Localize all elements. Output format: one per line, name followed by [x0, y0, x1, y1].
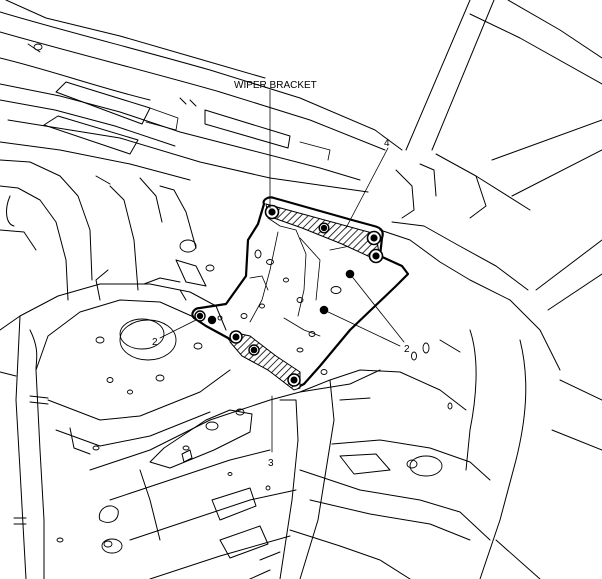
- bolt-marker: [207, 315, 217, 325]
- bolt-marker: [287, 373, 301, 387]
- leader-2-left: [159, 319, 197, 339]
- bolt-marker: [248, 344, 260, 356]
- bolt-marker: [368, 248, 384, 264]
- callout-3: 3: [268, 458, 274, 469]
- bolt-marker: [264, 204, 280, 220]
- bolt-marker: [194, 310, 206, 322]
- bolt-markers: [194, 204, 384, 387]
- hatched-area-lower: [229, 331, 301, 391]
- cowl-panel-structure: [0, 0, 403, 301]
- strut-tower: [0, 269, 231, 579]
- callout-2-left: 2: [152, 337, 158, 348]
- callout-4: 4: [384, 138, 390, 149]
- labels: WIPER BRACKET 4 2 2 3: [152, 80, 410, 469]
- leader-2-right-a: [349, 273, 405, 343]
- label-wiper-bracket: WIPER BRACKET: [234, 80, 317, 91]
- fender-apron-structure: [289, 0, 602, 579]
- wiper-bracket: [191, 196, 410, 390]
- leader-2-right-b: [323, 309, 401, 347]
- bolt-marker: [366, 230, 382, 246]
- leader-lines: [159, 89, 405, 453]
- lower-frame-structure: [56, 369, 381, 579]
- bolt-marker: [318, 222, 330, 234]
- bolt-marker: [229, 330, 243, 344]
- leader-4: [345, 147, 389, 229]
- callout-2-right: 2: [404, 344, 410, 355]
